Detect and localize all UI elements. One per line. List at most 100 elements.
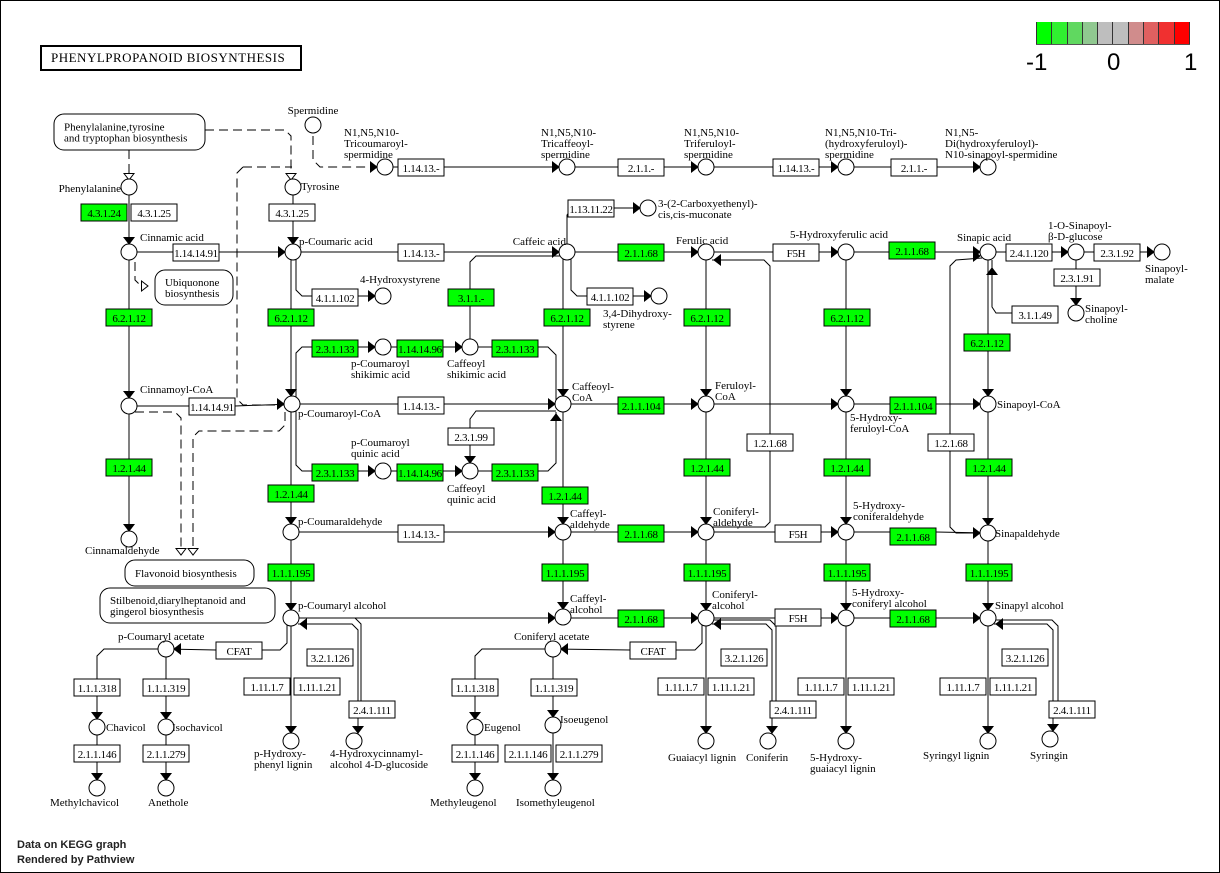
enzyme-node[interactable]: 1.14.14.91: [188, 397, 236, 416]
enzyme-box[interactable]: [629, 641, 677, 660]
compound-circle-icon[interactable]: [88, 779, 106, 797]
enzyme-node[interactable]: 6.2.1.12: [963, 333, 1011, 352]
enzyme-box[interactable]: [823, 458, 871, 477]
enzyme-box[interactable]: [215, 641, 263, 660]
compound-syringin[interactable]: Syringin: [1030, 730, 1068, 762]
enzyme-node[interactable]: 2.1.1.146: [451, 744, 499, 763]
enzyme-box[interactable]: [188, 397, 236, 416]
enzyme-box[interactable]: [774, 524, 822, 543]
enzyme-node[interactable]: 1.11.1.21: [989, 677, 1037, 696]
pathway-link-box[interactable]: [124, 559, 255, 587]
enzyme-box[interactable]: [73, 744, 121, 763]
enzyme-node[interactable]: 2.1.1.68: [889, 527, 937, 546]
enzyme-box[interactable]: [397, 396, 445, 415]
compound-isoeugenol[interactable]: Isoeugenol: [544, 714, 608, 734]
enzyme-node[interactable]: 2.1.1.68: [617, 243, 665, 262]
enzyme-box[interactable]: [797, 677, 845, 696]
enzyme-node[interactable]: 2.3.1.99: [447, 427, 495, 446]
compound-pcoumaryl[interactable]: p-Coumaryl alcohol: [282, 600, 386, 627]
compound-caffeoylcoa[interactable]: Caffeoyl-CoA: [554, 381, 614, 413]
enzyme-node[interactable]: 1.11.1.7: [243, 677, 291, 696]
compound-phe[interactable]: Phenylalanine: [59, 178, 138, 196]
enzyme-node[interactable]: 6.2.1.12: [105, 308, 153, 327]
compound-circle-icon[interactable]: [837, 523, 855, 541]
compound-circle-icon[interactable]: [837, 395, 855, 413]
enzyme-box[interactable]: [451, 744, 499, 763]
enzyme-box[interactable]: [889, 609, 937, 628]
compound-circle-icon[interactable]: [1153, 243, 1171, 261]
compound-34dhstyrene[interactable]: 3,4-Dihydroxy-styrene: [603, 287, 672, 331]
enzyme-box[interactable]: [707, 677, 755, 696]
enzyme-node[interactable]: 1.1.1.195: [965, 563, 1013, 582]
enzyme-box[interactable]: [823, 563, 871, 582]
enzyme-node[interactable]: F5H: [774, 524, 822, 543]
compound-anethole[interactable]: Anethole: [148, 779, 188, 809]
enzyme-box[interactable]: [772, 243, 820, 262]
enzyme-node[interactable]: 4.3.1.25: [130, 203, 178, 222]
compound-circle-icon[interactable]: [979, 158, 997, 176]
enzyme-node[interactable]: 1.2.1.68: [927, 433, 975, 452]
compound-caffeyald[interactable]: Caffeyl-aldehyde: [554, 508, 610, 541]
compound-circle-icon[interactable]: [282, 609, 300, 627]
enzyme-box[interactable]: [267, 484, 315, 503]
compound-circle-icon[interactable]: [558, 243, 576, 261]
enzyme-box[interactable]: [847, 677, 895, 696]
enzyme-box[interactable]: [617, 158, 665, 177]
compound-coniferald[interactable]: Coniferyl-aldehyde: [697, 506, 759, 541]
compound-sinapald[interactable]: Sinapaldehyde: [979, 524, 1060, 542]
enzyme-node[interactable]: 4.3.1.24: [80, 203, 128, 222]
enzyme-node[interactable]: 1.2.1.44: [267, 484, 315, 503]
enzyme-box[interactable]: [397, 243, 445, 262]
compound-circle-icon[interactable]: [466, 779, 484, 797]
enzyme-box[interactable]: [617, 396, 665, 415]
compound-sinapoylcoa[interactable]: Sinapoyl-CoA: [979, 395, 1061, 413]
enzyme-node[interactable]: 2.4.1.111: [769, 700, 817, 719]
enzyme-node[interactable]: 1.2.1.68: [746, 433, 794, 452]
compound-circle-icon[interactable]: [374, 462, 392, 480]
compound-circle-icon[interactable]: [157, 640, 175, 658]
enzyme-box[interactable]: [73, 678, 121, 697]
compound-circle-icon[interactable]: [466, 718, 484, 736]
compound-5hferulic[interactable]: 5-Hydroxyferulic acid: [790, 229, 889, 261]
compound-circle-icon[interactable]: [837, 243, 855, 261]
enzyme-box[interactable]: [541, 563, 589, 582]
enzyme-node[interactable]: 1.14.13.-: [397, 158, 445, 177]
enzyme-box[interactable]: [530, 678, 578, 697]
enzyme-node[interactable]: 2.1.1.-: [890, 158, 938, 177]
compound-circle-icon[interactable]: [837, 609, 855, 627]
compound-circle-icon[interactable]: [697, 158, 715, 176]
enzyme-box[interactable]: [451, 678, 499, 697]
compound-circle-icon[interactable]: [979, 732, 997, 750]
enzyme-node[interactable]: 1.11.1.21: [847, 677, 895, 696]
enzyme-node[interactable]: 1.1.1.195: [541, 563, 589, 582]
enzyme-box[interactable]: [543, 308, 591, 327]
enzyme-node[interactable]: 3.1.1.49: [1011, 305, 1059, 324]
enzyme-box[interactable]: [989, 677, 1037, 696]
enzyme-box[interactable]: [491, 339, 539, 358]
enzyme-node[interactable]: 6.2.1.12: [683, 308, 731, 327]
enzyme-box[interactable]: [567, 199, 615, 218]
compound-circle-icon[interactable]: [979, 524, 997, 542]
compound-5hconalc[interactable]: 5-Hydroxy-coniferyl alcohol: [837, 587, 927, 627]
enzyme-node[interactable]: 2.1.1.68: [617, 609, 665, 628]
compound-circle-icon[interactable]: [558, 158, 576, 176]
enzyme-box[interactable]: [889, 527, 937, 546]
enzyme-node[interactable]: 1.1.1.195: [823, 563, 871, 582]
enzyme-node[interactable]: 1.11.1.21: [293, 677, 341, 696]
enzyme-node[interactable]: 2.1.1.-: [617, 158, 665, 177]
compound-circle-icon[interactable]: [837, 158, 855, 176]
compound-pcoumarald[interactable]: p-Coumaraldehyde: [282, 516, 382, 541]
enzyme-node[interactable]: 1.14.13.-: [397, 524, 445, 543]
enzyme-node[interactable]: 1.1.1.318: [73, 678, 121, 697]
compound-cinnamic[interactable]: Cinnamic acid: [120, 232, 204, 261]
enzyme-node[interactable]: CFAT: [629, 641, 677, 660]
compound-circle-icon[interactable]: [554, 523, 572, 541]
enzyme-node[interactable]: 1.11.1.21: [707, 677, 755, 696]
enzyme-box[interactable]: [617, 609, 665, 628]
enzyme-node[interactable]: 2.1.1.68: [888, 241, 936, 260]
compound-syringyl[interactable]: Syringyl lignin: [923, 732, 997, 762]
enzyme-box[interactable]: [348, 700, 396, 719]
compound-circle-icon[interactable]: [304, 116, 322, 134]
enzyme-node[interactable]: 1.2.1.44: [823, 458, 871, 477]
